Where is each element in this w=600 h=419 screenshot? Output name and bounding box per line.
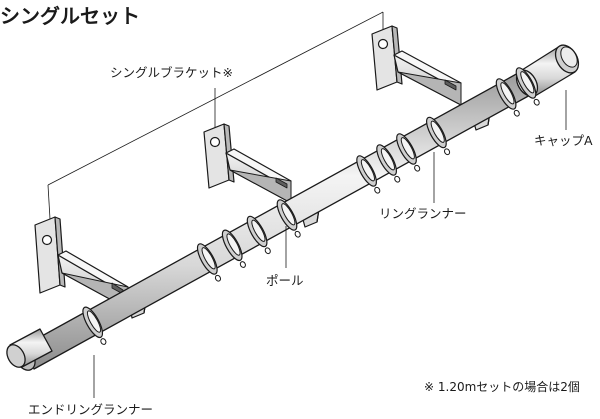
ring-runner (246, 215, 271, 255)
label-end-ring-runner: エンドリングランナー (28, 402, 154, 417)
ring-hook (533, 98, 540, 106)
ring-hook (444, 148, 451, 156)
ring-runner (396, 133, 421, 172)
ring-inner (430, 120, 445, 143)
label-pole: ポール (266, 273, 304, 288)
ring-inner (400, 137, 415, 160)
ring-hook (374, 186, 381, 194)
page-title: シングルセット (0, 4, 140, 28)
ring-hook (394, 175, 401, 183)
ring-hook (214, 274, 222, 282)
end-ring-runner (82, 306, 107, 345)
ring-inner (281, 203, 296, 226)
ring-inner (201, 247, 216, 270)
label-cap-a: キャップA (534, 133, 593, 148)
ring-inner (380, 148, 395, 171)
footnote: ※ 1.20mセットの場合は2個 (424, 380, 580, 394)
ring-runner (515, 67, 540, 106)
ring-runner (196, 243, 222, 282)
ring-inner (360, 159, 375, 182)
ring-inner (251, 219, 266, 242)
label-ring-runner: リングランナー (379, 206, 467, 221)
label-leader-lines (93, 90, 567, 398)
pole (6, 71, 533, 371)
ring-hook (264, 247, 271, 255)
ring-runner (376, 144, 401, 183)
ring-hook (100, 338, 107, 345)
ring-runner-group (82, 67, 540, 345)
ring-runner (495, 78, 520, 117)
ring-hook (294, 230, 301, 238)
label-single-bracket: シングルブラケット※ (110, 65, 233, 80)
ring-hook (239, 261, 246, 268)
ring-runner (356, 155, 381, 194)
ring-inner (226, 233, 241, 256)
ring-inner (500, 82, 515, 105)
ring-runner (426, 116, 451, 156)
ring-hook (414, 164, 421, 172)
bracket-leader-lines (47, 11, 384, 220)
ring-runner (221, 229, 246, 268)
bracket-middle (203, 123, 320, 228)
ring-hook (513, 109, 520, 117)
ring-inner (86, 310, 102, 333)
ring-runner (276, 199, 301, 238)
ring-inner (520, 71, 535, 94)
